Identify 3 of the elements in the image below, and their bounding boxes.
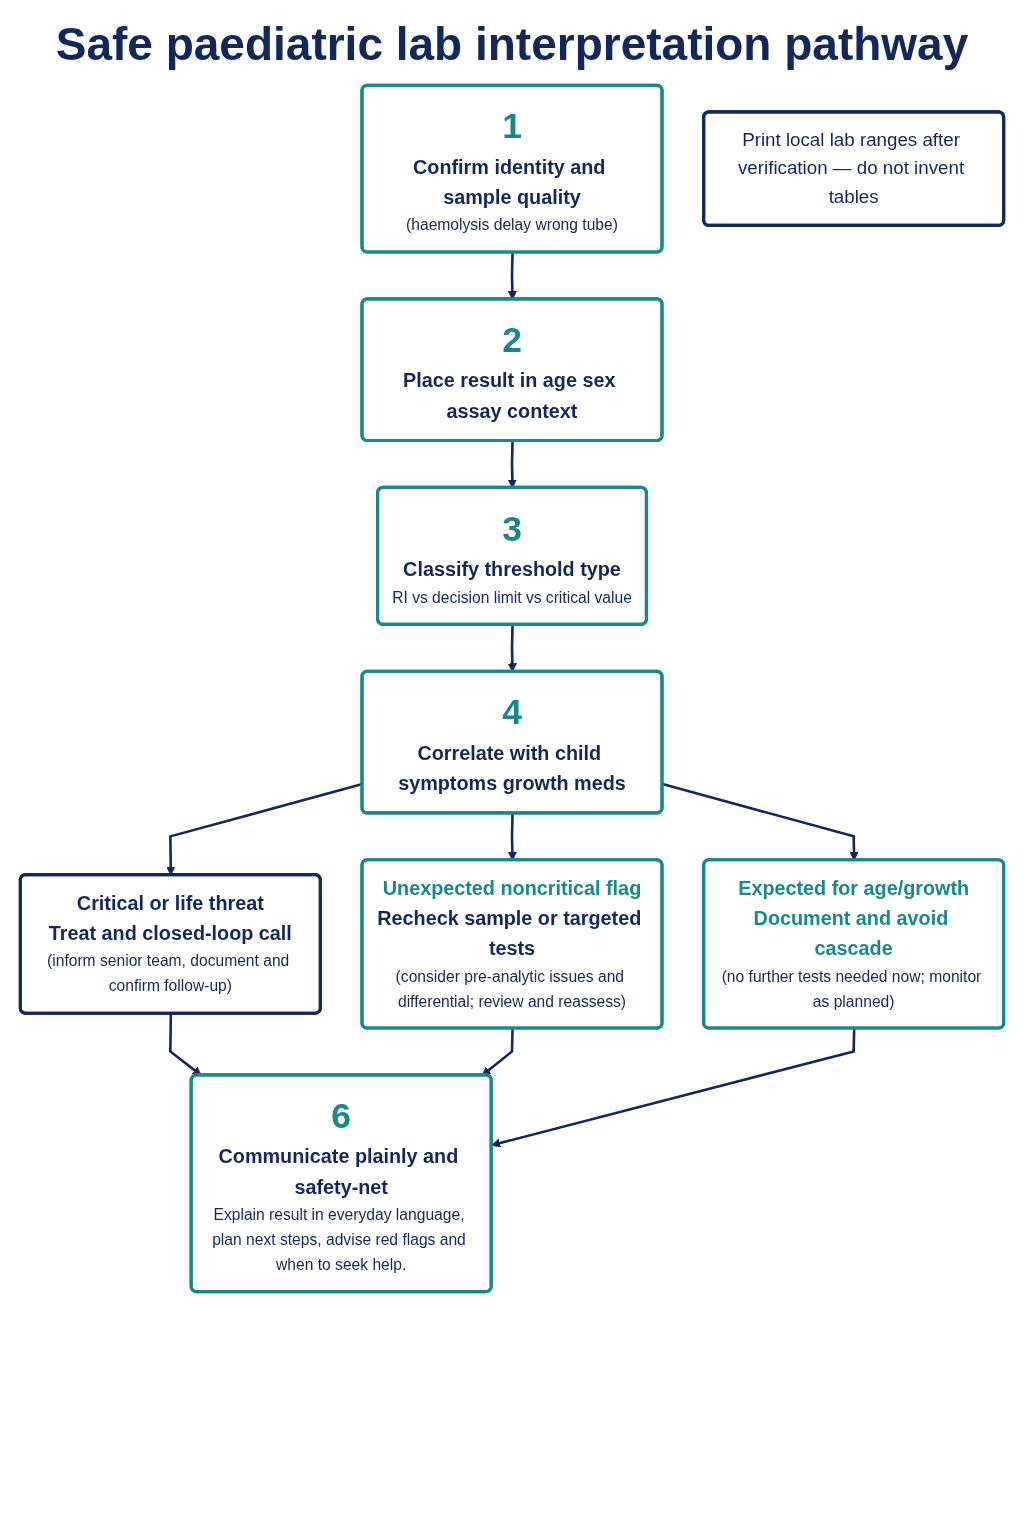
- arrow: [481, 1028, 514, 1076]
- diagram-title: Safe paediatric lab interpretation pathway: [54, 18, 970, 71]
- arrow: [169, 1013, 202, 1076]
